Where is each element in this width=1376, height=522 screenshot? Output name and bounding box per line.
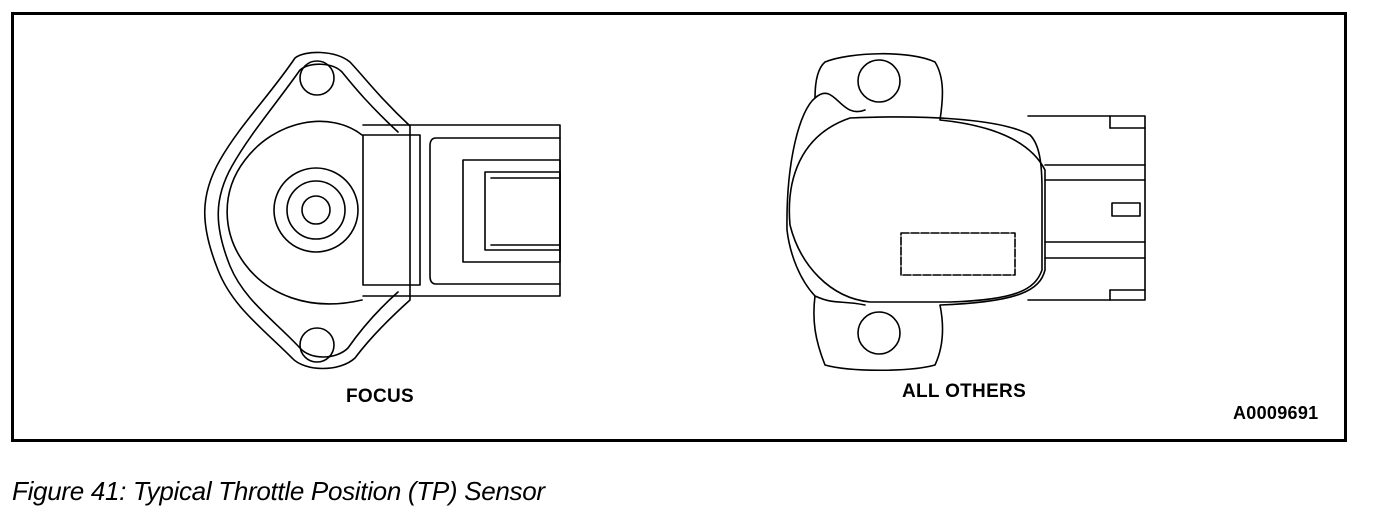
all-others-mount-hole-bottom — [857, 311, 901, 355]
all-others-label-window — [900, 232, 1016, 276]
all-others-body-inner — [788, 116, 1043, 303]
figure-caption: Figure 41: Typical Throttle Position (TP… — [12, 476, 545, 506]
focus-flange-outer — [203, 51, 411, 370]
all-others-label: ALL OTHERS — [902, 381, 1027, 402]
focus-collar — [362, 134, 421, 286]
all-others-flange-arc-bottom — [814, 295, 866, 306]
focus-connector-body — [362, 124, 561, 297]
focus-label: FOCUS — [346, 386, 414, 407]
all-others-body-outer — [786, 52, 1046, 372]
focus-mount-hole-top — [299, 60, 335, 96]
focus-hub-housing — [226, 120, 363, 305]
focus-hub-middle — [286, 180, 346, 240]
all-others-mount-hole-top — [857, 59, 901, 103]
all-others-flange-arc-top — [814, 92, 866, 113]
figure-id: A0009691 — [1233, 403, 1319, 423]
focus-connector-socket — [462, 159, 561, 263]
focus-connector-pin-block — [484, 171, 561, 251]
focus-sensor-drawing — [203, 51, 561, 370]
all-others-sensor-drawing — [786, 52, 1146, 372]
focus-connector-shell — [429, 137, 561, 285]
focus-mount-hole-bottom — [299, 327, 335, 363]
all-others-connector-latch — [1111, 202, 1141, 217]
focus-hub-outer — [273, 167, 359, 253]
figure-frame — [11, 12, 1347, 442]
focus-flange-inner — [217, 63, 399, 358]
focus-hub-inner — [301, 195, 331, 225]
all-others-connector-body — [1027, 115, 1146, 301]
